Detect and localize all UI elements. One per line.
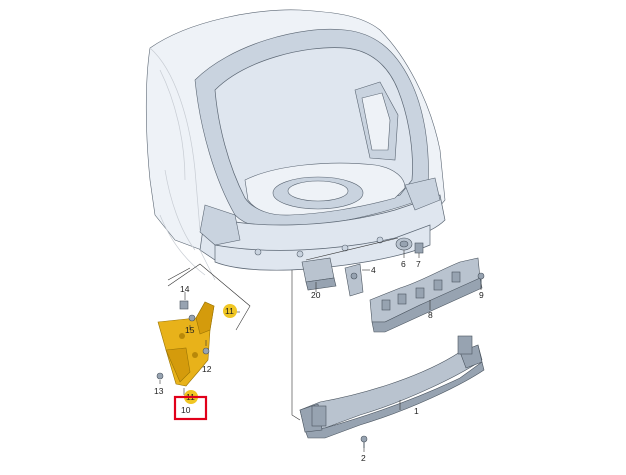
car-body-illustration	[145, 9, 446, 281]
callout-12: 12	[202, 364, 212, 374]
callout-10: 10	[181, 405, 191, 415]
clip-7	[414, 242, 424, 254]
callout-20: 20	[311, 290, 321, 300]
callout-1: 1	[414, 406, 419, 416]
callout-8: 8	[428, 310, 433, 320]
clip-15	[188, 314, 196, 322]
callout-7: 7	[416, 259, 421, 269]
screw-2	[360, 435, 368, 448]
screw-12	[202, 347, 210, 355]
callout-4: 4	[371, 265, 376, 275]
callout-9: 9	[479, 290, 484, 300]
bumper-reinforcement-bar	[299, 335, 485, 439]
bracket-20	[301, 257, 337, 291]
side-guide-bracket	[157, 301, 215, 387]
selected-part-box[interactable]	[173, 395, 208, 421]
callout-15: 15	[185, 325, 195, 335]
callout-11-upper: 11	[225, 306, 234, 316]
energy-absorber	[369, 257, 483, 333]
callout-13: 13	[154, 386, 164, 396]
bracket-4	[344, 263, 364, 297]
screw-13	[156, 372, 164, 380]
clip-14	[179, 300, 189, 310]
callout-labels: 1 2 4 6 7 8 9 14 15 12 13 20 11 11 10	[154, 259, 484, 463]
screw-9	[477, 272, 485, 284]
callout-6: 6	[401, 259, 406, 269]
grommet-6	[395, 237, 413, 251]
highlight-marker-11-upper	[223, 304, 237, 318]
callout-14: 14	[180, 284, 190, 294]
callout-2: 2	[361, 453, 366, 463]
leader-lines	[159, 237, 482, 452]
